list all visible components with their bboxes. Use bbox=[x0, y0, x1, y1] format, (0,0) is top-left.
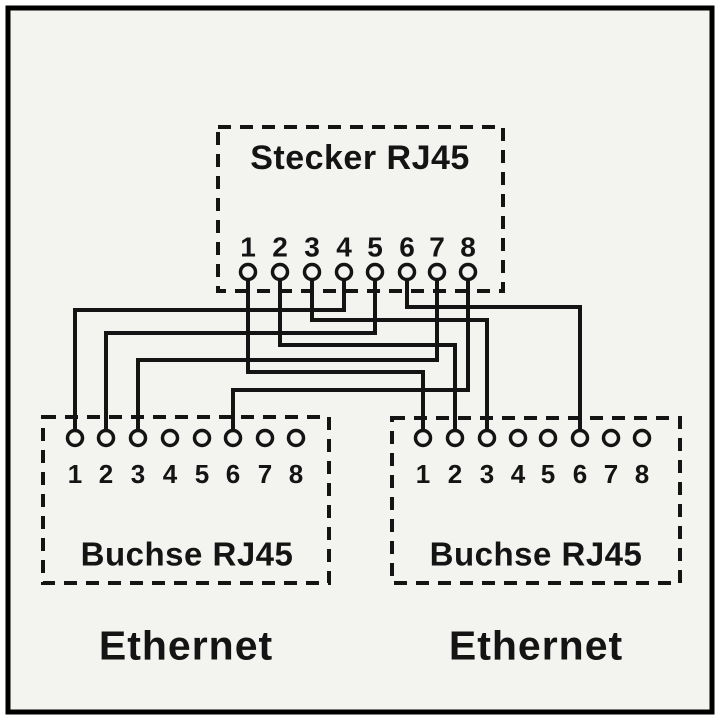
wire-plug-1-to-right-1 bbox=[246, 279, 425, 431]
plug-pin-3 bbox=[302, 262, 322, 282]
right-jack-pin-number-7: 7 bbox=[604, 459, 618, 489]
plug-pin-2 bbox=[270, 262, 290, 282]
plug-pin-number-6: 6 bbox=[399, 232, 415, 263]
left-jack-label: Buchse RJ45 bbox=[80, 535, 294, 573]
left-jack-pin-8 bbox=[286, 428, 306, 448]
wire-plug-6-to-right-6 bbox=[405, 279, 582, 431]
wire-plug-4-to-left-1 bbox=[73, 279, 346, 431]
left-jack-pin-number-8: 8 bbox=[289, 459, 303, 489]
right-jack-pin-number-5: 5 bbox=[541, 459, 555, 489]
plug-pin-number-8: 8 bbox=[460, 232, 476, 263]
right-jack-pin-4 bbox=[508, 428, 528, 448]
right-jack-pin-number-3: 3 bbox=[480, 459, 494, 489]
left-jack-pin-number-7: 7 bbox=[258, 459, 272, 489]
wire-plug-2-to-right-2 bbox=[278, 279, 457, 431]
right-jack-pin-5 bbox=[538, 428, 558, 448]
right-jack-label: Buchse RJ45 bbox=[429, 535, 643, 573]
plug-pin-number-5: 5 bbox=[367, 232, 383, 263]
left-jack-pin-number-6: 6 bbox=[226, 459, 240, 489]
left-jack-pin-2 bbox=[96, 428, 116, 448]
plug-pin-7 bbox=[427, 262, 447, 282]
left-jack-pin-number-1: 1 bbox=[68, 459, 82, 489]
right-jack-pin-7 bbox=[601, 428, 621, 448]
right-jack-pin-2 bbox=[445, 428, 465, 448]
left-jack-pin-6 bbox=[223, 428, 243, 448]
wire-plug-5-to-left-2 bbox=[104, 279, 377, 431]
plug-pin-8 bbox=[458, 262, 478, 282]
left-jack-pin-3 bbox=[128, 428, 148, 448]
right-jack-pin-3 bbox=[477, 428, 497, 448]
wire-plug-3-to-right-3 bbox=[310, 279, 489, 431]
plug-box bbox=[216, 125, 505, 293]
left-jack-pin-1 bbox=[65, 428, 85, 448]
right-jack-pin-8 bbox=[632, 428, 652, 448]
plug-pin-6 bbox=[397, 262, 417, 282]
left-jack-pin-number-5: 5 bbox=[195, 459, 209, 489]
left-jack-pin-7 bbox=[255, 428, 275, 448]
plug-pin-number-2: 2 bbox=[272, 232, 288, 263]
plug-pin-1 bbox=[238, 262, 258, 282]
right-jack-pin-6 bbox=[570, 428, 590, 448]
plug-pin-5 bbox=[365, 262, 385, 282]
wire-plug-8-to-left-6 bbox=[231, 279, 470, 431]
right-jack-pin-number-6: 6 bbox=[573, 459, 587, 489]
right-jack-pin-number-2: 2 bbox=[448, 459, 462, 489]
left-jack-pin-number-3: 3 bbox=[131, 459, 145, 489]
plug-pin-number-7: 7 bbox=[429, 232, 445, 263]
right-jack-pin-number-1: 1 bbox=[416, 459, 430, 489]
plug-box-label: Stecker RJ45 bbox=[250, 139, 470, 177]
left-jack-box bbox=[41, 415, 331, 585]
ethernet-caption-left: Ethernet bbox=[98, 622, 274, 669]
plug-pin-number-4: 4 bbox=[336, 232, 352, 263]
plug-pin-number-3: 3 bbox=[304, 232, 320, 263]
left-jack-pin-number-4: 4 bbox=[163, 459, 178, 489]
wire-plug-7-to-left-3 bbox=[136, 279, 439, 431]
right-jack-pin-number-4: 4 bbox=[511, 459, 526, 489]
right-jack-pin-number-8: 8 bbox=[635, 459, 649, 489]
plug-pin-4 bbox=[334, 262, 354, 282]
left-jack-pin-5 bbox=[192, 428, 212, 448]
right-jack-box bbox=[390, 416, 682, 585]
right-jack-pin-1 bbox=[413, 428, 433, 448]
plug-pin-number-1: 1 bbox=[240, 232, 256, 263]
left-jack-pin-4 bbox=[160, 428, 180, 448]
left-jack-pin-number-2: 2 bbox=[99, 459, 113, 489]
ethernet-caption-right: Ethernet bbox=[448, 622, 624, 669]
